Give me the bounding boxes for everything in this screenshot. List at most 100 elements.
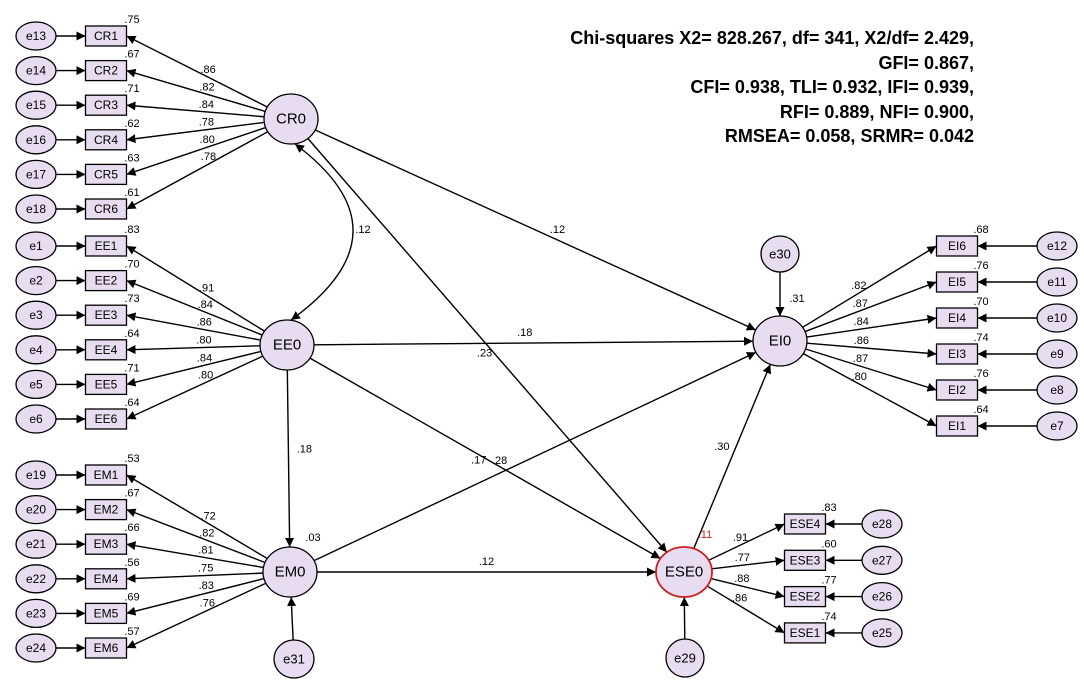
indicator-label: ESE1 xyxy=(790,626,821,640)
error-term xyxy=(1036,231,1078,261)
disturbance-term xyxy=(760,235,800,273)
loading-path xyxy=(126,508,266,564)
indicator-box xyxy=(84,304,128,326)
indicator-box xyxy=(84,373,128,396)
indicator-box xyxy=(783,585,827,608)
error-term xyxy=(861,545,903,575)
loading-label: .84 xyxy=(198,299,213,311)
error-label: e8 xyxy=(1050,383,1064,397)
indicator-box xyxy=(84,269,128,292)
loading-label: .80 xyxy=(198,370,213,382)
loading-path xyxy=(706,585,785,634)
error-term xyxy=(861,618,903,648)
indicator-box xyxy=(935,307,979,329)
error-label: e28 xyxy=(872,517,892,531)
loading-label: .81 xyxy=(198,545,213,557)
error-term xyxy=(15,335,57,365)
error-term xyxy=(15,231,57,261)
loading-path xyxy=(126,312,261,341)
loading-label: .82 xyxy=(199,81,214,93)
indicator-box xyxy=(935,379,979,401)
indicator-label: EM3 xyxy=(94,537,119,551)
indicator-box xyxy=(84,59,128,82)
indicator-box xyxy=(935,235,979,257)
error-term xyxy=(15,90,57,120)
error-term xyxy=(15,21,57,51)
disturbance-label: e30 xyxy=(769,247,791,262)
loading-path xyxy=(126,345,261,355)
fit-stat-line: GFI= 0.867, xyxy=(878,52,974,73)
error-term xyxy=(15,460,57,490)
r2-label: .77 xyxy=(821,575,836,587)
error-label: e17 xyxy=(26,167,46,181)
indicator-label: CR2 xyxy=(94,64,118,78)
error-label: e4 xyxy=(29,343,43,357)
loading-label: .75 xyxy=(198,563,213,575)
structural-path xyxy=(309,357,661,560)
indicator-box xyxy=(84,163,128,186)
fit-statistics: Chi-squares X2= 828.267, df= 341, X2/df=… xyxy=(570,26,974,149)
loading-path xyxy=(126,350,262,387)
latent-variable xyxy=(262,546,318,598)
error-label: e16 xyxy=(26,133,46,147)
r2-label: .62 xyxy=(124,118,139,130)
r2-label: .70 xyxy=(124,259,139,271)
error-term xyxy=(15,55,57,86)
indicator-label: EM5 xyxy=(94,606,119,620)
r2-label: .56 xyxy=(124,557,139,569)
indicator-box xyxy=(84,198,128,220)
error-label: e21 xyxy=(26,537,46,551)
error-label: e22 xyxy=(26,572,46,586)
loading-path xyxy=(126,121,265,144)
error-term xyxy=(15,369,57,400)
structural-path xyxy=(693,364,772,549)
r2-label: .69 xyxy=(124,591,139,603)
r2-label: .73 xyxy=(124,293,139,305)
r2-label: .71 xyxy=(124,362,139,374)
indicator-label: EE4 xyxy=(95,343,118,357)
loading-label: .88 xyxy=(734,573,749,585)
loading-label: .72 xyxy=(200,510,215,522)
loading-path xyxy=(710,577,785,599)
path-coefficient: .12 xyxy=(479,556,494,568)
loading-label: .78 xyxy=(199,117,214,129)
indicator-box xyxy=(84,498,128,521)
error-label: e9 xyxy=(1050,347,1064,361)
indicator-label: EI6 xyxy=(948,239,966,253)
indicator-box xyxy=(84,602,128,625)
indicator-box xyxy=(84,129,128,151)
r2-label: .76 xyxy=(973,260,988,272)
structural-path xyxy=(285,369,295,548)
structural-path xyxy=(313,351,757,562)
error-label: e14 xyxy=(26,64,46,78)
r2-label: .63 xyxy=(124,152,139,164)
latent-label: ESE0 xyxy=(665,564,703,581)
loading-path xyxy=(804,280,937,333)
indicator-label: EI5 xyxy=(948,275,966,289)
error-term xyxy=(1036,375,1078,405)
path-coefficient: .23 xyxy=(477,348,492,360)
loading-label: .91 xyxy=(199,282,214,294)
error-label: e3 xyxy=(29,308,43,322)
r2-label: .67 xyxy=(124,488,139,500)
latent-r2-label: .11 xyxy=(698,529,712,541)
error-label: e6 xyxy=(29,412,43,426)
latent-variable xyxy=(752,315,808,367)
error-term xyxy=(15,125,57,155)
r2-label: .71 xyxy=(124,83,139,95)
error-term xyxy=(15,404,57,434)
indicator-label: EM4 xyxy=(94,572,119,586)
disturbance-path xyxy=(287,596,297,641)
indicator-label: CR4 xyxy=(94,133,118,147)
loading-label: .80 xyxy=(200,134,215,146)
loading-path xyxy=(126,131,269,210)
disturbance-term xyxy=(273,639,315,679)
error-term xyxy=(15,300,57,330)
loading-path xyxy=(126,35,268,108)
loading-path xyxy=(126,577,265,616)
indicator-label: EI3 xyxy=(948,347,966,361)
r2-label: .76 xyxy=(973,368,988,380)
covariance-label: .12 xyxy=(355,224,370,236)
indicator-label: EI1 xyxy=(948,419,966,433)
